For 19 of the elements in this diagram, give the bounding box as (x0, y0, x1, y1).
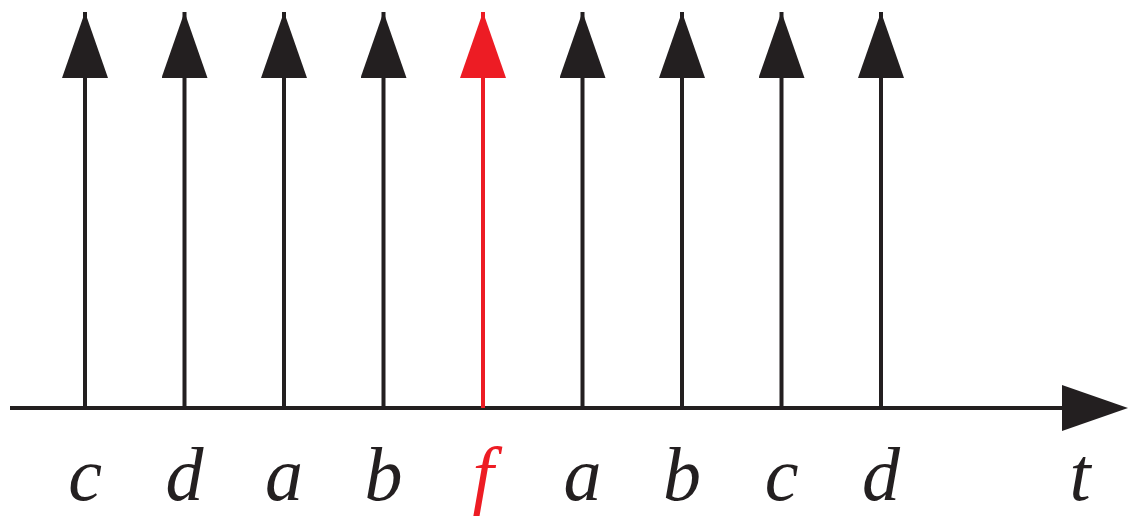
impulse-arrow (161, 12, 208, 408)
impulse-label: f (443, 432, 523, 516)
impulse-label: a (542, 432, 623, 516)
impulse-arrow (62, 12, 108, 408)
impulse-arrow (758, 12, 805, 408)
impulse-arrow (659, 12, 705, 408)
axis-label: t (1068, 432, 1093, 516)
impulse-label: c (45, 432, 125, 516)
impulse-arrow (858, 12, 904, 408)
impulse-arrow (261, 12, 307, 408)
impulse-label: c (741, 432, 822, 516)
impulse-label: b (343, 432, 424, 516)
impulse-arrow (360, 12, 407, 408)
impulse-label: d (841, 432, 921, 516)
impulse-label: d (144, 432, 225, 516)
impulse-label: b (642, 432, 722, 516)
impulse-arrow (460, 12, 506, 408)
impulse-arrow (559, 12, 606, 408)
impulse-label: a (244, 432, 324, 516)
